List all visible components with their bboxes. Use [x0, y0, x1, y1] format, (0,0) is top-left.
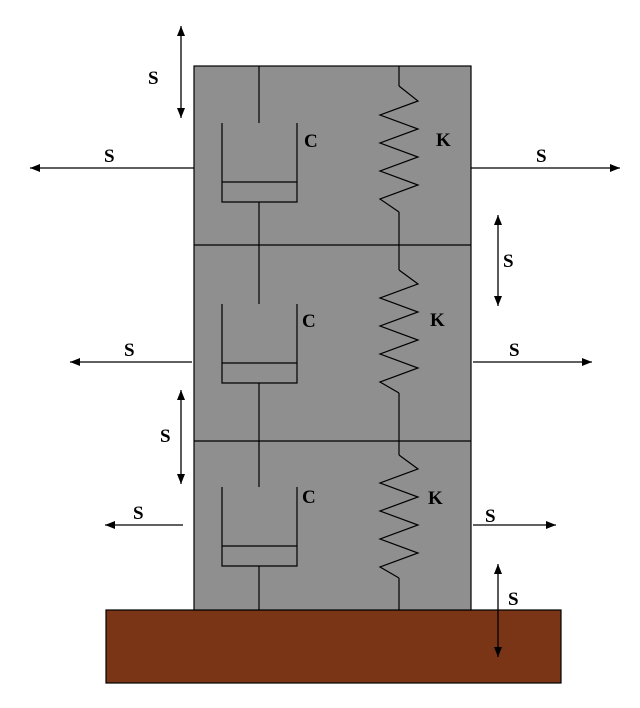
- spring-label-1: K: [436, 130, 451, 151]
- spring-coil-3: [378, 454, 420, 579]
- force-label-bottom-right: S: [485, 506, 496, 527]
- damper-label-2: C: [302, 311, 316, 332]
- force-label-upper-mid-vertical: S: [503, 251, 514, 272]
- force-label-bottom-left: S: [133, 503, 144, 524]
- force-label-ground-vertical: S: [508, 589, 519, 610]
- spring-coil-1: [378, 85, 420, 213]
- force-label-lower-mid-vertical: S: [160, 426, 171, 447]
- damper-column: [221, 66, 298, 610]
- damper-label-1: C: [304, 131, 318, 152]
- force-label-top-left: S: [104, 146, 115, 167]
- spring-coil-2: [378, 269, 420, 394]
- force-label-top-right: S: [536, 146, 547, 167]
- building-body: [193, 65, 472, 611]
- damper-label-3: C: [302, 487, 316, 508]
- force-label-mid-left: S: [124, 340, 135, 361]
- ground-foundation: [105, 609, 562, 684]
- force-label-top-vertical: S: [148, 68, 159, 89]
- spring-label-2: K: [430, 310, 445, 331]
- spring-column: [378, 66, 420, 610]
- force-label-mid-right: S: [509, 340, 520, 361]
- spring-label-3: K: [428, 488, 443, 509]
